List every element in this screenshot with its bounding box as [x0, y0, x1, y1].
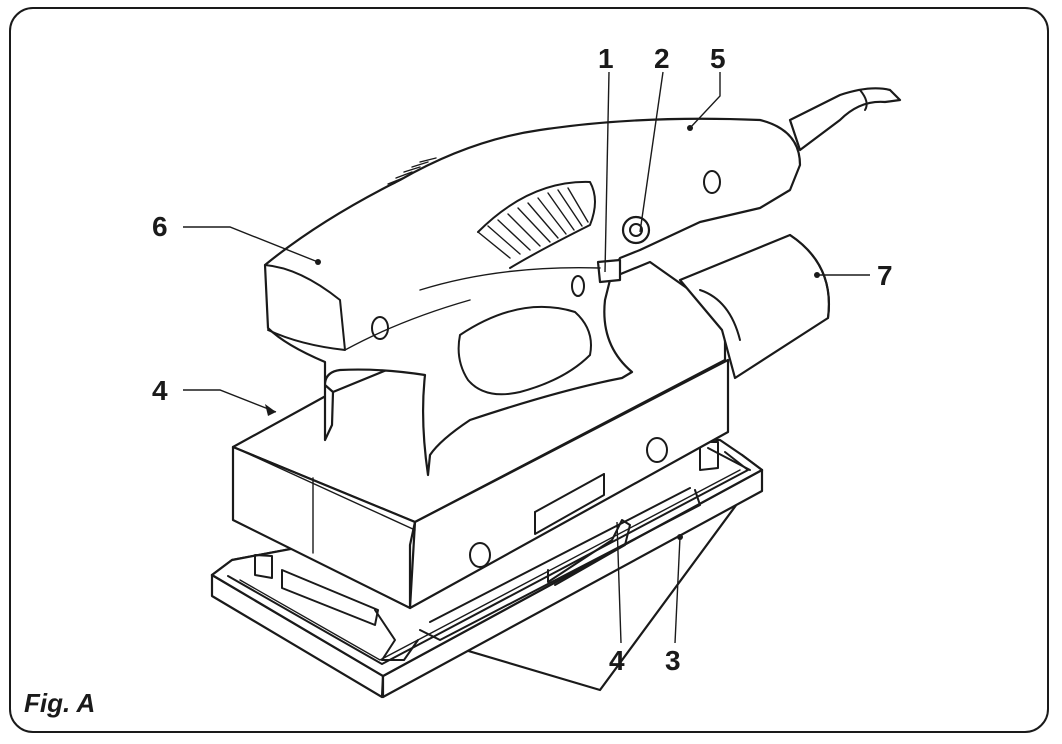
- marker-4-arrow: [265, 404, 276, 416]
- vent-slots: [379, 157, 437, 191]
- callout-6: 6: [152, 211, 168, 242]
- callout-2: 2: [654, 43, 670, 74]
- handle: [263, 117, 802, 477]
- dust-bag: [678, 233, 830, 380]
- callout-4-left: 4: [152, 375, 168, 406]
- sanding-pad: [210, 436, 764, 699]
- callout-3: 3: [665, 645, 681, 676]
- callout-1: 1: [598, 43, 614, 74]
- power-cord: [788, 87, 902, 152]
- figure-frame: [9, 7, 1049, 733]
- leader-lines: [183, 71, 870, 644]
- callout-7: 7: [877, 260, 893, 291]
- marker-3: [677, 534, 683, 540]
- callout-5: 5: [710, 43, 726, 74]
- callout-4-bottom: 4: [609, 645, 625, 676]
- figure-caption: Fig. A: [24, 688, 95, 718]
- marker-6: [315, 259, 321, 265]
- marker-7: [814, 272, 820, 278]
- grip-ribs: [477, 180, 596, 269]
- marker-5: [687, 125, 693, 131]
- paper-clamp: [254, 441, 751, 661]
